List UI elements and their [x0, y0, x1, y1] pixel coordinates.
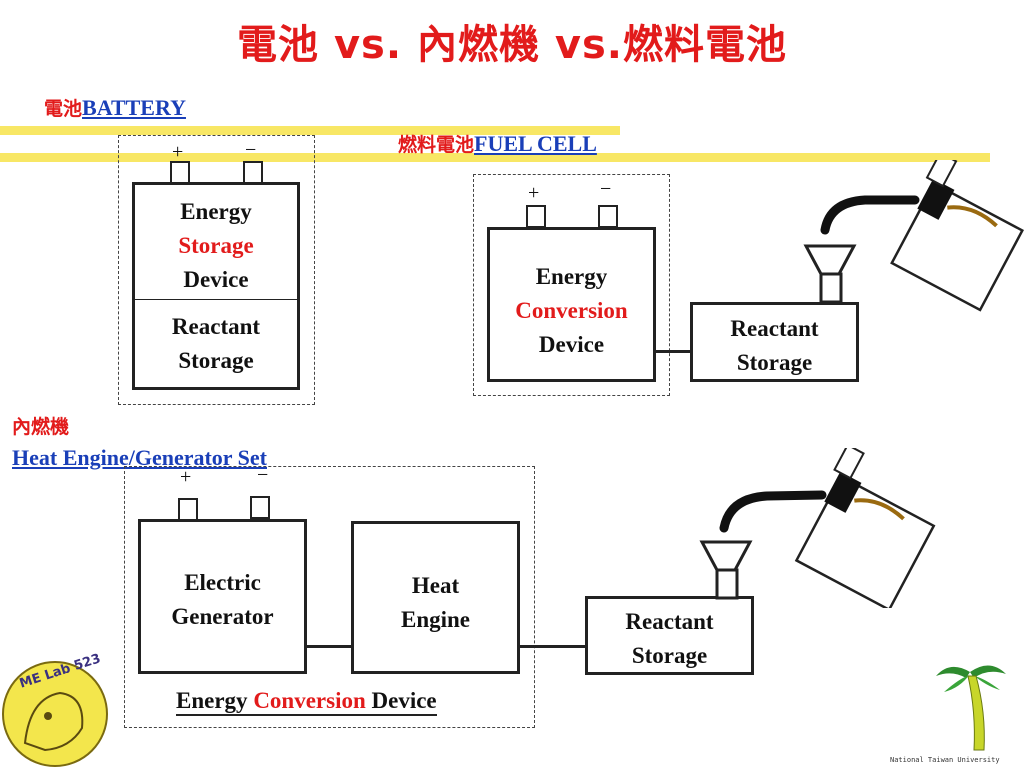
highlight-stroke [0, 126, 620, 135]
heat-engine-boundary [124, 466, 535, 728]
fuel-cell-minus-sign: − [600, 178, 612, 200]
heat-engine-connection-line [520, 645, 586, 648]
heat-engine-positive-terminal [178, 498, 198, 521]
fuel-cell-device-box: Energy Conversion Device [487, 227, 656, 382]
fuel-cell-heading-zh: 燃料電池 [398, 134, 475, 156]
battery-boundary [118, 135, 315, 405]
generator-engine-shaft-line [307, 645, 352, 648]
heat-engine-line1: Heat [411, 573, 460, 598]
caption-word1: Energy [176, 688, 248, 713]
slide-title: 電池 vs. 內燃機 vs.燃料電池 [237, 22, 787, 68]
fuel-cell-connection-line [656, 350, 691, 353]
heat-engine-negative-terminal [250, 496, 270, 519]
heat-engine-reactant-box: Reactant Storage [585, 596, 754, 675]
caption-word2: Conversion [253, 688, 366, 713]
highlight-stroke [0, 153, 990, 162]
heat-engine-fuel-funnel-icon [699, 540, 753, 600]
ntu-palm-logo [936, 665, 1006, 751]
battery-divider [135, 299, 297, 300]
battery-heading-zh: 電池 [44, 98, 83, 120]
battery-reactant-label: Reactant Storage [135, 300, 297, 378]
heat-engine-fuel-can-icon [719, 448, 936, 608]
battery-minus-sign: − [245, 139, 257, 161]
battery-reactant-line2: Storage [178, 348, 254, 373]
fuel-cell-reactant-line2: Storage [736, 350, 813, 375]
fuel-cell-device-line1: Energy [535, 264, 608, 289]
battery-device-line3: Device [183, 267, 249, 292]
electric-generator-line1: Electric [184, 570, 261, 595]
fuel-cell-reactant-line1: Reactant [730, 316, 819, 341]
fuel-cell-fuel-can-icon [820, 160, 1024, 312]
battery-device-line1: Energy [180, 199, 252, 224]
fuel-cell-positive-terminal [526, 205, 546, 228]
heat-engine-reactant-line2: Storage [631, 643, 708, 668]
electric-generator-box: Electric Generator [138, 519, 307, 674]
battery-negative-terminal [243, 161, 263, 184]
battery-heading: 電池BATTERY [44, 96, 186, 121]
footer-university: National Taiwan University [890, 756, 1000, 764]
heat-engine-line2: Engine [400, 607, 471, 632]
fuel-cell-device-line2: Conversion [515, 298, 628, 323]
heat-engine-heading-zh-row: 內燃機 [12, 414, 69, 439]
fuel-cell-boundary [473, 174, 670, 396]
fuel-cell-fuel-funnel-icon [803, 244, 857, 304]
me-lab-logo [2, 661, 108, 767]
fuel-cell-heading-en: FUEL CELL [474, 131, 597, 156]
heat-engine-box: Heat Engine [351, 521, 520, 674]
heat-engine-heading-en-row: Heat Engine/Generator Set [12, 446, 267, 470]
fuel-cell-negative-terminal [598, 205, 618, 228]
battery-device-box: Energy Storage Device Reactant Storage [132, 182, 300, 390]
battery-heading-en: BATTERY [82, 95, 186, 120]
fuel-cell-reactant-box: Reactant Storage [690, 302, 859, 382]
heat-engine-plus-sign: + [180, 466, 192, 488]
fuel-cell-plus-sign: + [528, 182, 540, 204]
battery-device-label: Energy Storage Device [135, 185, 297, 297]
battery-positive-terminal [170, 161, 190, 184]
fuel-cell-device-line3: Device [538, 332, 605, 357]
energy-conversion-device-caption: Energy Conversion Device [176, 688, 437, 716]
heat-engine-heading-zh: 內燃機 [12, 416, 70, 438]
heat-engine-reactant-line1: Reactant [625, 609, 714, 634]
heat-engine-heading-en: Heat Engine/Generator Set [12, 445, 267, 470]
heat-engine-minus-sign: − [257, 464, 269, 486]
electric-generator-line2: Generator [171, 604, 274, 629]
fuel-cell-heading: 燃料電池FUEL CELL [398, 132, 597, 157]
caption-word3: Device [371, 688, 437, 713]
battery-device-line2: Storage [178, 233, 254, 258]
battery-reactant-line1: Reactant [171, 314, 261, 339]
battery-plus-sign: + [172, 141, 184, 163]
